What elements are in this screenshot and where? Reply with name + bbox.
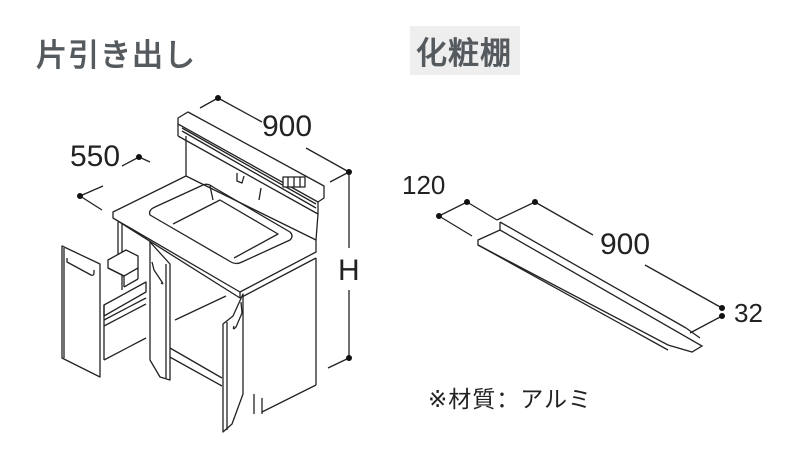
vanity-title: 片引き出し bbox=[36, 38, 196, 74]
shelf-depth-label: 120 bbox=[402, 170, 446, 200]
material-note: ※材質：アルミ bbox=[428, 387, 593, 413]
shelf-title: 化粧棚 bbox=[410, 26, 520, 75]
shelf-width-label: 900 bbox=[600, 228, 651, 261]
vanity-depth-label: 550 bbox=[70, 140, 121, 173]
vanity-height-label: H bbox=[338, 254, 360, 287]
shelf-height-label: 32 bbox=[734, 298, 763, 328]
vanity-width-label: 900 bbox=[262, 110, 313, 143]
